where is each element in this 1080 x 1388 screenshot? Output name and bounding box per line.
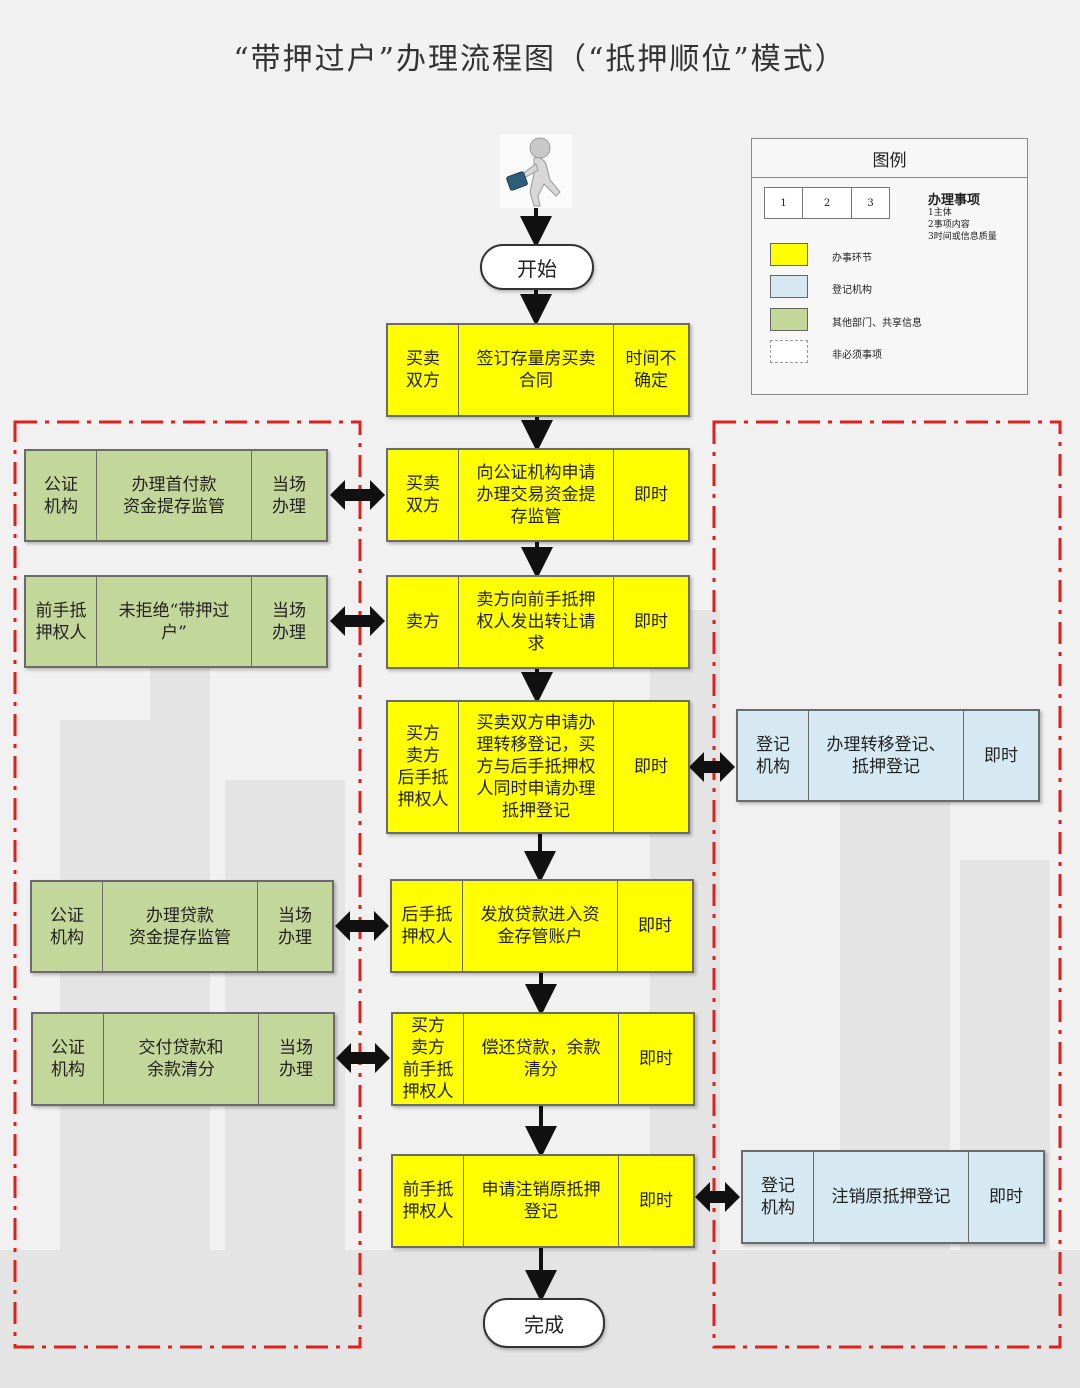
step-content: 买卖双方申请办 理转移登记，买 方与后手抵押权 人同时申请办理 抵押登记 [458, 702, 613, 832]
step-subject: 买方 卖方 前手抵 押权人 [402, 1016, 454, 1102]
legend-cell-3: 3 [851, 188, 889, 218]
step-2: 买卖 双方 向公证机构申请 办理交易资金提 存监管 即时 [386, 448, 690, 542]
left-box-2: 前手抵 押权人 未拒绝“带押过 户” 当场 办理 [24, 575, 328, 668]
box-content: 注销原抵押登记 [813, 1152, 968, 1242]
left-box-3: 公证 机构 办理贷款 资金提存监管 当场 办理 [30, 880, 334, 973]
box-time: 当场 办理 [251, 577, 326, 666]
step-3: 卖方 卖方向前手抵押 权人发出转让请 求 即时 [386, 575, 690, 669]
box-time: 当场 办理 [257, 882, 332, 971]
step-subject: 前手抵 押权人 [402, 1180, 454, 1222]
box-time: 当场 办理 [251, 451, 326, 540]
step-subject: 后手抵 押权人 [401, 905, 453, 947]
legend-cell-1: 1 [780, 197, 787, 209]
step-time: 即时 [618, 1014, 693, 1104]
step-content: 卖方向前手抵押 权人发出转让请 求 [458, 577, 613, 667]
box-subject: 登记 机构 [761, 1176, 795, 1218]
box-content: 办理首付款 资金提存监管 [96, 451, 251, 540]
step-content: 发放贷款进入资 金存管账户 [462, 881, 617, 971]
businessman-figure-icon [500, 134, 572, 208]
legend-cell-2: 2 [802, 188, 851, 218]
left-box-4: 公证 机构 交付贷款和 余款清分 当场 办理 [31, 1012, 335, 1106]
step-5: 后手抵 押权人 发放贷款进入资 金存管账户 即时 [390, 879, 694, 973]
step-content: 偿还贷款，余款 清分 [463, 1014, 618, 1104]
double-arrow-6 [695, 1182, 740, 1212]
box-content: 未拒绝“带押过 户” [96, 577, 251, 666]
legend-heading: 办理事项 [928, 193, 981, 208]
box-time: 当场 办理 [258, 1014, 333, 1104]
step-time: 即时 [613, 702, 688, 832]
double-arrow-5 [336, 1043, 390, 1073]
legend-swatch-step [770, 243, 808, 266]
legend-item: 3时间或信息质量 [928, 232, 997, 242]
legend-swatch-label: 登记机构 [832, 285, 872, 296]
legend-swatch-registry [770, 275, 808, 298]
step-content: 签订存量房买卖 合同 [458, 325, 613, 415]
step-time: 即时 [617, 881, 692, 971]
step-content: 向公证机构申请 办理交易资金提 存监管 [458, 450, 613, 540]
step-content: 申请注销原抵押 登记 [463, 1156, 618, 1246]
step-4: 买方 卖方 后手抵 押权人 买卖双方申请办 理转移登记，买 方与后手抵押权 人同… [386, 700, 690, 834]
box-content: 办理转移登记、 抵押登记 [808, 711, 963, 800]
step-time: 时间不 确定 [613, 325, 688, 415]
legend-swatch-label: 办事环节 [832, 253, 872, 264]
step-subject: 卖方 [406, 612, 440, 632]
legend-title: 图例 [752, 139, 1027, 178]
box-subject: 登记 机构 [756, 734, 790, 777]
legend-sample-cells: 1 2 3 [764, 187, 890, 219]
legend-item: 2事项内容 [928, 220, 970, 230]
box-subject: 公证 机构 [51, 1038, 85, 1080]
step-subject: 买卖 双方 [406, 349, 440, 391]
step-1: 买卖 双方 签订存量房买卖 合同 时间不 确定 [386, 323, 690, 417]
legend-swatch-other [770, 308, 808, 331]
double-arrow-4 [335, 911, 389, 941]
double-arrow-3 [689, 752, 735, 782]
page-title: “带押过户”办理流程图（“抵押顺位”模式） [233, 42, 847, 77]
legend-swatch-optional [770, 340, 808, 363]
left-box-1: 公证 机构 办理首付款 资金提存监管 当场 办理 [24, 449, 328, 542]
box-subject: 公证 机构 [50, 905, 84, 948]
step-time: 即时 [618, 1156, 693, 1246]
legend: 图例 1 2 3 办理事项 1主体 2事项内容 3时间或信息质量 办事环节 登记… [751, 138, 1028, 395]
box-content: 交付贷款和 余款清分 [103, 1014, 258, 1104]
right-box-2: 登记 机构 注销原抵押登记 即时 [741, 1150, 1045, 1244]
legend-swatch-label: 非必须事项 [832, 350, 882, 361]
box-content: 办理贷款 资金提存监管 [102, 882, 257, 971]
left-dashed-region [13, 420, 362, 1349]
start-node: 开始 [480, 244, 594, 290]
step-7: 前手抵 押权人 申请注销原抵押 登记 即时 [391, 1154, 695, 1248]
box-time: 即时 [968, 1152, 1043, 1242]
box-subject: 前手抵 押权人 [35, 600, 87, 643]
box-subject: 公证 机构 [44, 474, 78, 517]
step-subject: 买方 卖方 后手抵 押权人 [397, 724, 449, 810]
step-time: 即时 [613, 450, 688, 540]
right-box-1: 登记 机构 办理转移登记、 抵押登记 即时 [736, 709, 1040, 802]
double-arrow-2 [330, 606, 385, 636]
step-time: 即时 [613, 577, 688, 667]
double-arrow-1 [330, 480, 385, 510]
box-time: 即时 [963, 711, 1038, 800]
legend-item: 1主体 [928, 208, 952, 218]
step-subject: 买卖 双方 [406, 474, 440, 516]
right-dashed-region [712, 420, 1062, 1349]
end-node: 完成 [483, 1298, 605, 1348]
legend-swatch-label: 其他部门、共享信息 [832, 318, 922, 329]
step-6: 买方 卖方 前手抵 押权人 偿还贷款，余款 清分 即时 [391, 1012, 695, 1106]
